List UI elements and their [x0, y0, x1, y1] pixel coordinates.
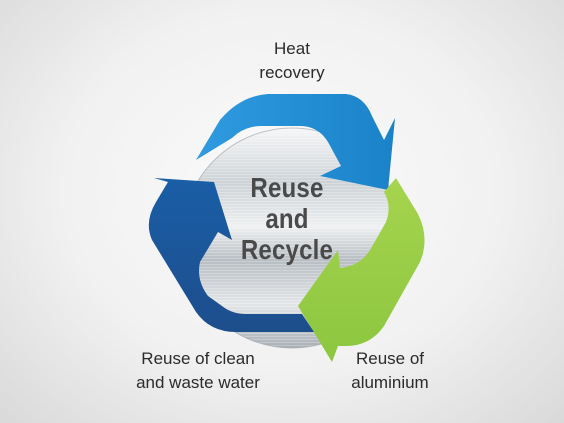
water-arrow — [148, 178, 314, 332]
aluminium-label: Reuse of aluminium — [320, 347, 460, 395]
aluminium-line-1: Reuse of — [355, 349, 425, 368]
center-line-2: and — [265, 203, 309, 234]
water-line-2: and waste water — [136, 373, 260, 392]
heat-recovery-line-2: recovery — [259, 63, 325, 82]
aluminium-line-2: aluminium — [351, 373, 429, 392]
heat-recovery-line-1: Heat — [274, 39, 310, 58]
center-line-1: Reuse — [250, 172, 324, 203]
aluminium-arrow — [298, 178, 425, 362]
heat-recovery-arrow — [196, 94, 395, 190]
water-label: Reuse of clean and waste water — [108, 347, 288, 395]
center-line-3: Recycle — [240, 234, 334, 265]
center-title: Reuse and Recycle — [231, 172, 343, 265]
heat-recovery-label: Heat recovery — [232, 37, 352, 85]
water-line-1: Reuse of clean — [141, 349, 255, 368]
